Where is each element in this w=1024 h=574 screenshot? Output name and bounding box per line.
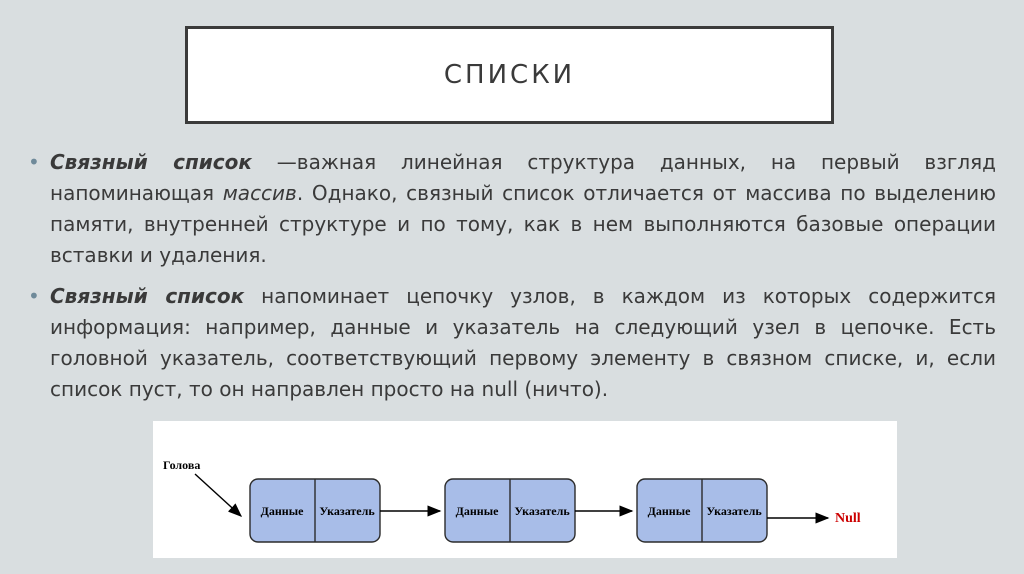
bullet-2: • Связный список напоминает цепочку узло… — [28, 281, 996, 405]
list-node-2: Данные Указатель — [444, 478, 576, 543]
list-node-3: Данные Указатель — [636, 478, 768, 543]
slide-title: СПИСКИ — [443, 60, 576, 90]
bullet-2-text: Связный список напоминает цепочку узлов,… — [50, 281, 996, 405]
head-label: Голова — [163, 458, 200, 472]
node-1-data: Данные — [261, 504, 304, 518]
bullet-dot-icon: • — [28, 284, 40, 308]
bullet-1: • Связный список —важная линейная структ… — [28, 147, 996, 271]
null-label: Null — [835, 511, 861, 526]
list-node-1: Данные Указатель — [249, 478, 381, 543]
node-3-pointer: Указатель — [706, 504, 762, 518]
head-arrow — [194, 473, 243, 517]
node-2-pointer: Указатель — [514, 504, 570, 518]
bullet-1-text: Связный список —важная линейная структур… — [50, 147, 996, 271]
bullet-1-term: Связный список — [50, 150, 252, 174]
node-3-data: Данные — [648, 504, 691, 518]
slide-content: • Связный список —важная линейная структ… — [28, 147, 996, 415]
bullet-2-text-a: напоминает цепочку узлов, в каждом из ко… — [50, 284, 996, 401]
linked-list-diagram: Голова Данные Указатель Данные Указатель… — [153, 421, 897, 558]
bullet-dot-icon: • — [28, 150, 40, 174]
bullet-1-emphasis: массив — [222, 181, 297, 205]
bullet-1-text-a: —важная линейная структура данных, на пе… — [50, 150, 996, 205]
node-1-pointer: Указатель — [319, 504, 375, 518]
title-box: СПИСКИ — [185, 26, 834, 124]
linked-list-svg: Голова Данные Указатель Данные Указатель… — [163, 458, 861, 543]
bullet-1-text-b: . Однако, связный список отличается от м… — [50, 181, 996, 267]
node-2-data: Данные — [456, 504, 499, 518]
bullet-2-term: Связный список — [50, 284, 245, 308]
